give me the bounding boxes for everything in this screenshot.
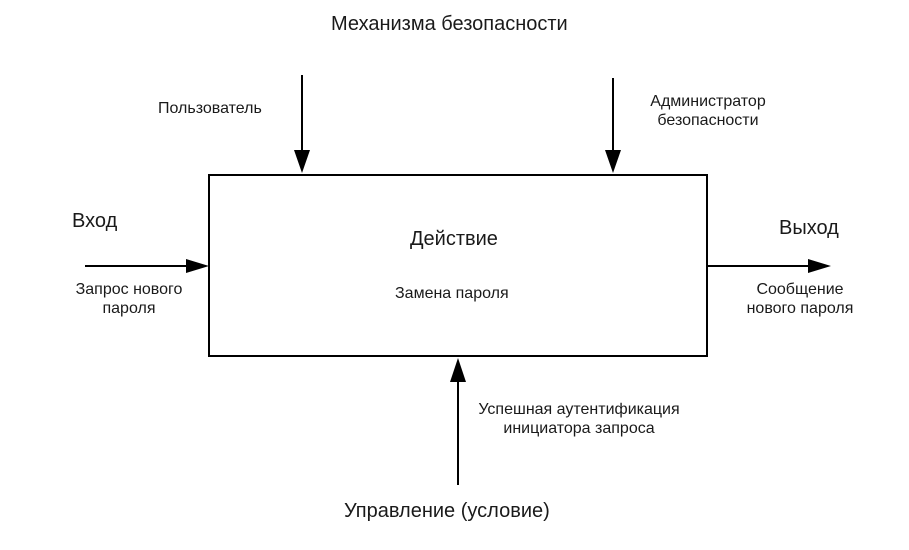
mechanism-user-label: Пользователь <box>158 100 262 117</box>
output-item-label: Сообщение нового пароля <box>746 281 854 318</box>
control-item-label: Успешная аутентификация инициатора запро… <box>478 401 680 438</box>
action-name: Замена пароля <box>395 285 509 302</box>
activity-box <box>208 174 708 357</box>
control-title: Управление (условие) <box>344 500 550 522</box>
mechanisms-title: Механизма безопасности <box>331 13 568 35</box>
input-item-label: Запрос нового пароля <box>75 281 183 318</box>
mechanism-admin-arrow <box>605 78 621 173</box>
output-title: Выход <box>779 217 839 239</box>
action-title: Действие <box>410 228 498 250</box>
output-arrow <box>707 259 831 273</box>
input-title: Вход <box>72 210 118 232</box>
mechanism-user-arrow <box>294 75 310 173</box>
input-arrow <box>85 259 209 273</box>
mechanism-admin-label: Администратор безопасности <box>650 93 766 130</box>
control-arrow <box>450 358 466 485</box>
